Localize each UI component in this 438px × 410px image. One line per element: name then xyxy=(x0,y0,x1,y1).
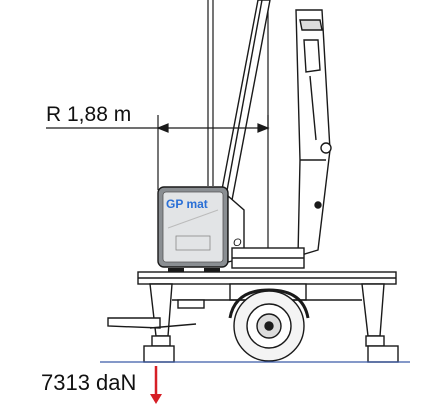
brand-logo: GP mat xyxy=(166,197,208,211)
inclined-jib xyxy=(219,0,271,201)
radius-label: R 1,88 m xyxy=(46,103,132,126)
towbar xyxy=(107,299,205,329)
outrigger-feet xyxy=(143,335,399,363)
slew-column xyxy=(227,194,305,269)
counterweight-mark: O xyxy=(233,237,242,249)
power-pack xyxy=(157,186,229,274)
radius-dimension xyxy=(46,115,270,190)
load-arrow-icon xyxy=(150,366,162,404)
wheel xyxy=(228,288,310,362)
boom-arm xyxy=(295,9,332,257)
load-label: 7313 daN xyxy=(41,370,137,395)
chassis-frame xyxy=(137,271,397,337)
